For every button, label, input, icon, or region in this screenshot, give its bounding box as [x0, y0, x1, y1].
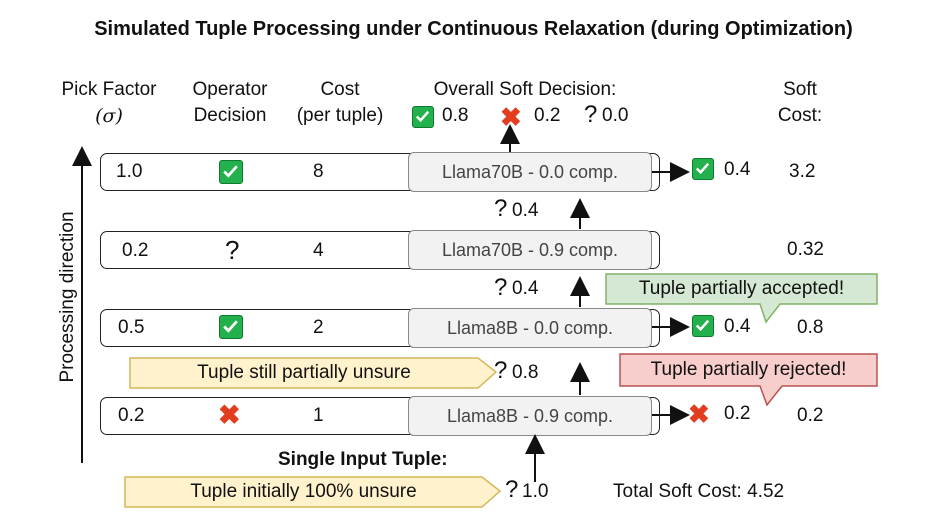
- output-value: 0.4: [724, 316, 751, 337]
- cost-header: Cost (per tuple): [280, 77, 400, 129]
- input-value: 1.0: [522, 481, 549, 502]
- soft-cost-value: 0.32: [787, 239, 824, 260]
- operator-header: Operator Decision: [175, 77, 285, 129]
- unsure-callout-bg: [129, 357, 498, 389]
- total-soft-cost: Total Soft Cost: 4.52: [613, 481, 785, 502]
- between-value: 0.8: [512, 362, 539, 383]
- pick-factor-value: 0.5: [118, 317, 145, 338]
- operator-header-line1: Operator: [192, 79, 268, 100]
- pick-factor-header-line1: Pick Factor: [61, 79, 157, 100]
- cost-value: 1: [313, 405, 324, 426]
- model-box: Llama8B - 0.0 comp.: [408, 308, 652, 348]
- accepted-note: Tuple partially accepted!: [638, 278, 845, 299]
- output-value: 0.2: [724, 403, 751, 424]
- pick-factor-value: 0.2: [122, 240, 149, 261]
- pick-factor-header: Pick Factor (σ): [44, 77, 174, 129]
- output-value: 0.4: [724, 159, 751, 180]
- accepted-callout-bg: [605, 273, 878, 324]
- model-box: Llama8B - 0.9 comp.: [408, 396, 652, 436]
- initial-note: Tuple initially 100% unsure: [190, 481, 417, 502]
- figure-title: Simulated Tuple Processing under Continu…: [94, 18, 853, 40]
- pick-factor-value: 1.0: [116, 161, 143, 182]
- model-box: Llama70B - 0.9 comp.: [408, 230, 652, 270]
- model-box: Llama70B - 0.0 comp.: [408, 152, 652, 192]
- overall-question-icon: ?: [584, 101, 598, 128]
- overall-reject-value: 0.2: [534, 105, 561, 126]
- between-value: 0.4: [512, 200, 539, 221]
- between-question-icon: ?: [494, 357, 508, 384]
- output-check-icon: [692, 315, 714, 337]
- overall-unsure-value: 0.0: [602, 105, 629, 126]
- operator-check-icon: [219, 315, 243, 339]
- cost-header-line2: (per tuple): [296, 105, 384, 126]
- soft-cost-value: 3.2: [789, 161, 816, 182]
- operator-x-icon: ✖: [218, 400, 241, 430]
- unsure-note: Tuple still partially unsure: [197, 362, 411, 383]
- soft-cost-header: Soft Cost:: [760, 77, 840, 129]
- output-x-icon: ✖: [688, 399, 710, 429]
- rejected-callout-bg: [619, 353, 878, 407]
- operator-question-icon: ?: [225, 235, 240, 265]
- soft-cost-header-line1: Soft: [783, 79, 817, 100]
- cost-header-line1: Cost: [320, 79, 360, 100]
- overall-header: Overall Soft Decision:: [433, 79, 617, 100]
- operator-check-icon: [219, 160, 243, 184]
- input-tuple-label: Single Input Tuple:: [278, 449, 448, 470]
- input-question-icon: ?: [505, 476, 519, 503]
- overall-check-icon: [412, 106, 434, 128]
- cost-value: 4: [313, 240, 324, 261]
- rejected-note: Tuple partially rejected!: [650, 359, 847, 380]
- soft-cost-value: 0.2: [797, 405, 824, 426]
- pick-factor-value: 0.2: [118, 405, 145, 426]
- cost-value: 2: [313, 317, 324, 338]
- between-question-icon: ?: [494, 274, 508, 301]
- cost-value: 8: [313, 161, 324, 182]
- overall-accept-value: 0.8: [442, 105, 469, 126]
- soft-cost-header-line2: Cost:: [777, 105, 823, 126]
- initial-callout-bg: [124, 476, 502, 508]
- between-question-icon: ?: [494, 195, 508, 222]
- output-check-icon: [692, 158, 714, 180]
- operator-header-line2: Decision: [193, 105, 267, 126]
- soft-cost-value: 0.8: [797, 317, 824, 338]
- pick-factor-header-line2: (σ): [95, 105, 123, 127]
- between-value: 0.4: [512, 278, 539, 299]
